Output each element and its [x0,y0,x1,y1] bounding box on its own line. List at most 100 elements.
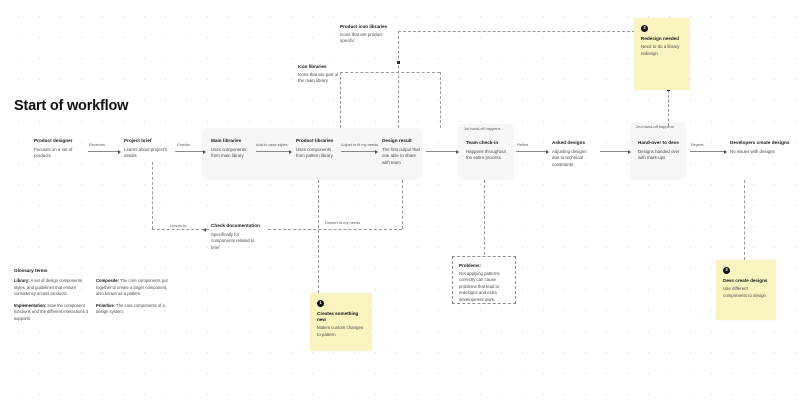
node-product-libraries[interactable]: Product libraries Uses components from p… [296,138,336,160]
glossary-term: Implementation: [14,302,47,308]
glossary-definition: How the component functions and the diff… [14,302,88,321]
node-title: Main libraries [211,138,242,143]
dashed-path-to-check-documentation [268,229,402,230]
annotation-desc: Icons that are part of the main library [298,71,339,84]
node-product-designer[interactable]: Product designer Focuses on a set of pro… [34,138,82,160]
annotation-icon-libraries: Icon libraries Icons that are part of th… [298,64,344,85]
glossary-panel: Glossary terms Library: A set of design … [14,268,182,322]
glossary-definition: The core components of a design system. [96,302,165,315]
dashed-link-icon-libraries [340,72,440,73]
connector-label-doesnt-fit-my-needs: Doesn't fit my needs [325,220,361,225]
connector-label-refine: Refine [517,142,529,147]
sticky-badge: 2 [641,25,648,32]
glossary-term: Composite: [96,278,120,283]
problems-callout[interactable]: Problems: Not applying patterns correctl… [452,256,516,304]
sticky-desc: Makes custom changes to pattern [317,325,364,338]
sticky-desc: Need to do a library redesign [641,44,680,57]
annotation-product-icon-libraries: Product icon libraries Icons that are pr… [340,24,398,45]
node-team-check-in[interactable]: Team check-in Happens throughout the ent… [466,140,506,162]
node-title: Design result [382,138,412,143]
node-hand-over-to-devs[interactable]: Hand-over to devs Designs handed over wi… [638,140,680,162]
connector-team-check-in-to-asked-designs [516,149,549,154]
connector-label-repeat: Repeat [691,142,704,147]
connector-designer-to-brief [88,149,121,154]
annotation-title: Product icon libraries [340,24,388,29]
connector-product-libraries-to-design-result [341,149,378,154]
sticky-note-redesign-needed[interactable]: 2 Redesign needed Need to do a library r… [634,18,690,90]
dashed-path-design-result-down [402,180,403,229]
node-desc: No issues with designs [730,148,775,154]
glossary-item-implementation: Implementation: How the component functi… [14,303,88,323]
node-desc: The first output that one able to share … [382,146,420,166]
sticky-badge: 3 [723,267,730,274]
glossary-term: Primitive: [96,302,116,308]
flow-band-libraries [202,128,422,180]
connector-label-add-to-case-styles: Add to case styles [256,142,288,147]
glossary-grid: Library: A set of design components, sty… [14,278,182,322]
node-desc: Focuses on a set of products [34,146,73,159]
node-desc: Designs handed over with mark-ups [638,148,680,161]
node-developers-create-designs[interactable]: Developers create designs No issues with… [730,140,789,155]
dashed-path-learns-to-up [152,162,153,229]
dash-endpoint-product-icon [396,61,400,64]
connector-main-to-product-libraries [256,149,292,154]
node-asked-designs[interactable]: Asked designs Adjusting designs due to t… [552,140,594,169]
node-check-documentation[interactable]: Check documentation Specifically for com… [211,223,260,252]
node-main-libraries[interactable]: Main libraries Uses components from main… [211,138,251,160]
dashed-link-redesign-note-down [668,90,669,126]
connector-brief-to-main-libraries [175,149,206,154]
dashed-path-design-result-to-problems [484,180,485,255]
node-desc: Uses components from pattern library [296,146,333,159]
node-title: Product designer [34,138,73,143]
node-desc: Happens throughout the entire process [466,148,506,161]
dashed-link-icon-libraries-down [340,72,341,128]
connector-into-check-documentation [203,227,209,232]
dashed-path-learns-to [152,229,204,230]
flow-band-handover [630,122,686,180]
node-title: Check documentation [211,223,260,228]
glossary-title: Glossary terms [14,268,48,273]
node-project-brief[interactable]: Project brief Learns about project's det… [124,138,170,160]
sticky-title: Creates something new [317,311,359,322]
sticky-title: Devs create designs [723,278,768,283]
glossary-item-composite: Composite: The core components put toget… [96,278,170,298]
sticky-desc: Use different components to design [723,286,766,299]
node-desc: Uses components from main library [211,146,247,159]
annotation-desc: Icons that are product specific [340,31,383,44]
node-desc: Adjusting designs due to technical const… [552,148,587,168]
connector-label-receives: Receives [89,142,106,147]
annotation-title: Icon libraries [298,64,327,69]
node-title: Hand-over to devs [638,140,679,145]
node-desc: Specifically for components related to b… [211,231,255,251]
dashed-link-product-icon-to-right [398,31,640,32]
connector-label-adjust-to-fit: Adjust to fit my needs [341,142,379,147]
sticky-note-creates-something-new[interactable]: 1 Creates something new Makes custom cha… [310,293,372,351]
dashed-path-to-sticky-creates-new [318,180,319,293]
label-first-hand-off: 1st hand-off happens [464,126,501,131]
sticky-badge: 1 [317,300,324,307]
connector-design-result-to-team-check-in [426,149,459,154]
sticky-note-devs-create-designs[interactable]: 3 Devs create designs Use different comp… [716,260,776,320]
glossary-definition: The core components put together to crea… [96,278,168,296]
problems-desc: Not applying patterns correctly can caus… [459,270,500,303]
page-title: Start of workflow [14,98,129,114]
dashed-link-icon-libraries-right-down [440,72,441,128]
node-title: Project brief [124,138,152,143]
glossary-item-library: Library: A set of design components, sty… [14,278,88,298]
node-title: Product libraries [296,138,334,143]
node-design-result[interactable]: Design result The first output that one … [382,138,422,167]
connector-asked-to-handover [600,149,631,154]
sticky-title: Redesign needed [641,36,680,41]
glossary-term: Library: [14,278,30,283]
label-second-hand-off: 2nd hand-off happens [636,124,674,129]
dashed-path-to-devs-sticky [744,180,745,260]
glossary-definition: A set of design components, styles, and … [14,278,84,296]
node-desc: Learns about project's details [124,146,168,159]
flow-band-team-checkin [458,124,514,180]
glossary-item-primitive: Primitive: The core components of a desi… [96,303,170,323]
connector-label-learns-to: Learns to [170,223,187,228]
dashed-link-product-icon-down [398,31,399,128]
connector-label-checks: Checks [177,142,190,147]
connector-handover-to-developers [690,149,727,154]
